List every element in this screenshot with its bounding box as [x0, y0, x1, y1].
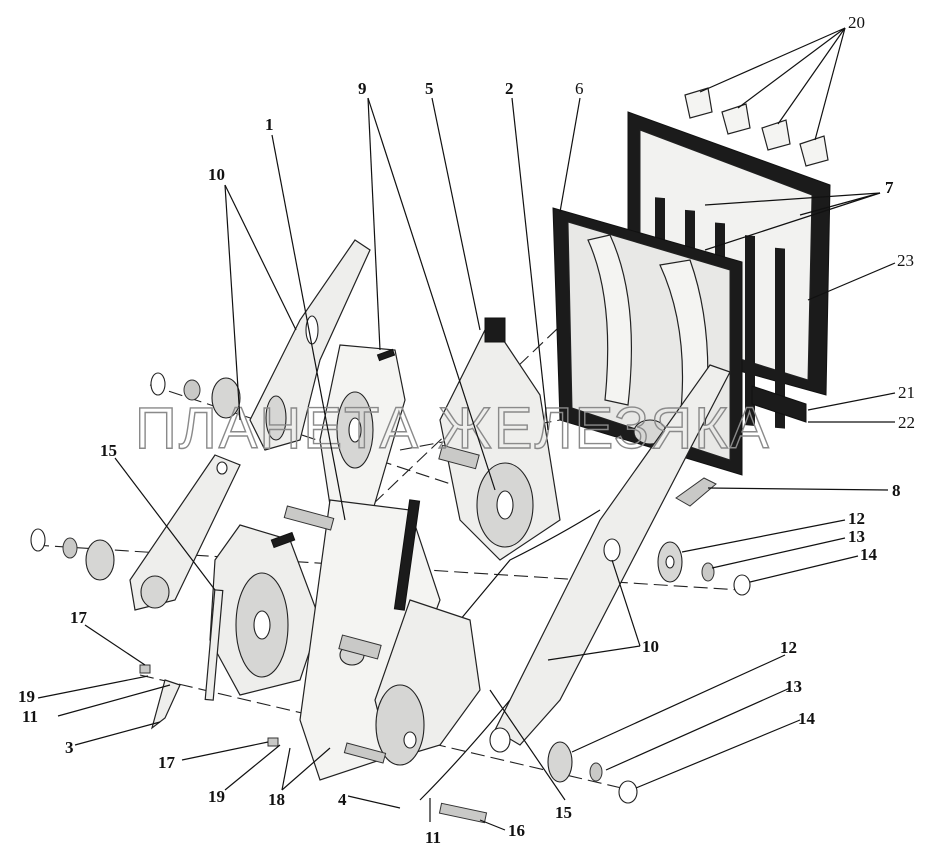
callout-1: 1 [265, 115, 274, 134]
callout-6: 6 [575, 79, 584, 98]
central-plate [439, 317, 561, 561]
small-plate-8 [675, 477, 717, 507]
callout-14-upper: 14 [860, 545, 878, 564]
callout-23: 23 [897, 251, 914, 270]
callout-19-left: 19 [18, 687, 35, 706]
callout-17-lower: 17 [158, 753, 176, 772]
callout-11-bottom: 11 [425, 828, 441, 847]
long-lever-bar [489, 364, 731, 753]
side-plate-lower-left [129, 454, 241, 611]
callout-10-lower: 10 [642, 637, 659, 656]
spring-wire [419, 509, 601, 801]
callout-11-left: 11 [22, 707, 38, 726]
callout-12-lower: 12 [780, 638, 797, 657]
callout-15-right: 15 [555, 803, 572, 822]
left-fasteners-lower [30, 528, 115, 581]
lower-disc-plate [374, 599, 481, 766]
callout-18: 18 [268, 790, 285, 809]
callout-19-bottom: 19 [208, 787, 225, 806]
callout-2: 2 [505, 79, 514, 98]
callout-17-upper: 17 [70, 608, 88, 627]
lever-plate-lower [209, 524, 321, 696]
callout-4: 4 [338, 790, 347, 809]
callout-13-lower: 13 [785, 677, 802, 696]
callout-14-lower: 14 [798, 709, 816, 728]
callout-15-left: 15 [100, 441, 117, 460]
side-plate-upper-left [249, 239, 371, 451]
callout-12-upper: 12 [848, 509, 865, 528]
leader-lines [37, 27, 896, 831]
callout-13-upper: 13 [848, 527, 865, 546]
callout-3: 3 [65, 738, 74, 757]
callout-9: 9 [358, 79, 367, 98]
watermark-text: ПЛАНЕТА ЖЕЛЕЗЯКА [135, 396, 771, 461]
callout-5: 5 [425, 79, 434, 98]
callout-7: 7 [885, 178, 894, 197]
callout-20: 20 [848, 13, 865, 32]
lever-plate-upper [319, 344, 406, 521]
shafts [283, 444, 488, 824]
callout-16: 16 [508, 821, 525, 840]
right-fasteners-upper [657, 541, 751, 596]
upper-left-fasteners [150, 372, 241, 419]
caps-group [684, 87, 829, 167]
right-fasteners-lower [547, 741, 638, 804]
callout-10-upper: 10 [208, 165, 225, 184]
callout-21: 21 [898, 383, 915, 402]
callout-22: 22 [898, 413, 915, 432]
callout-8: 8 [892, 481, 901, 500]
callout-labels: 1 2 3 4 5 6 7 8 9 10 10 11 11 12 12 13 1… [18, 13, 915, 847]
